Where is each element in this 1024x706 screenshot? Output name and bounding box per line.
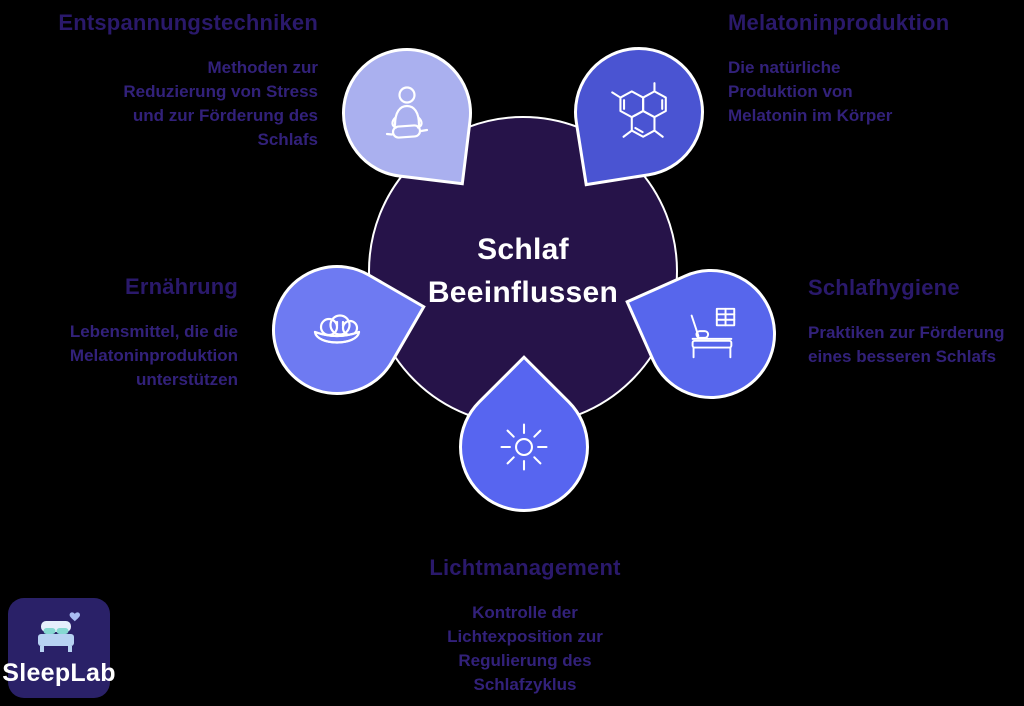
node-label-melatoninproduktion: Melatoninproduktion Die natürliche Produ… bbox=[728, 10, 978, 128]
node-title-schlafhygiene: Schlafhygiene bbox=[808, 275, 960, 300]
node-title-melatoninproduktion: Melatoninproduktion bbox=[728, 10, 950, 35]
node-label-entspannungstechniken: Entspannungstechniken Methoden zur Reduz… bbox=[0, 10, 318, 152]
node-label-schlafhygiene: Schlafhygiene Praktiken zur Förderung ei… bbox=[808, 275, 1020, 369]
central-title-line1: Schlaf bbox=[477, 233, 569, 266]
bed-icon bbox=[677, 300, 745, 368]
meditation-icon bbox=[373, 79, 441, 147]
petal-lichtmanagement bbox=[432, 355, 616, 539]
node-description-ernaehrung: Lebensmittel, die die Melatoninproduktio… bbox=[69, 322, 238, 389]
molecule-icon bbox=[605, 78, 673, 146]
petal-ernaehrung bbox=[248, 241, 426, 419]
node-title-lichtmanagement: Lichtmanagement bbox=[429, 555, 621, 580]
petal-schlafhygiene bbox=[625, 248, 797, 420]
node-description-melatoninproduktion: Die natürliche Produktion von Melatonin … bbox=[728, 58, 893, 125]
bowl-icon bbox=[303, 296, 371, 364]
node-title-entspannungstechniken: Entspannungstechniken bbox=[58, 10, 318, 35]
sleeplab-logo: SleepLab bbox=[2, 598, 115, 698]
node-description-entspannungstechniken: Methoden zur Reduzierung von Stress und … bbox=[123, 58, 318, 149]
central-topic-title: Schlaf Beeinflussen bbox=[428, 228, 618, 314]
node-description-lichtmanagement: Kontrolle der Lichtexposition zur Reguli… bbox=[447, 603, 603, 694]
sleeplab-logo-text: SleepLab bbox=[2, 659, 116, 687]
node-description-schlafhygiene: Praktiken zur Förderung eines besseren S… bbox=[808, 323, 1005, 366]
node-title-ernaehrung: Ernährung bbox=[124, 274, 238, 299]
node-label-lichtmanagement: Lichtmanagement Kontrolle der Lichtexpos… bbox=[405, 555, 645, 697]
central-title-line2: Beeinflussen bbox=[427, 276, 619, 309]
sun-icon bbox=[490, 413, 558, 481]
petal-melatoninproduktion bbox=[564, 37, 714, 187]
petal-entspannungstechniken bbox=[334, 40, 480, 186]
node-label-ernaehrung: Ernährung Lebensmittel, die die Melatoni… bbox=[0, 274, 238, 392]
sleeplab-bed-icon bbox=[38, 612, 80, 652]
